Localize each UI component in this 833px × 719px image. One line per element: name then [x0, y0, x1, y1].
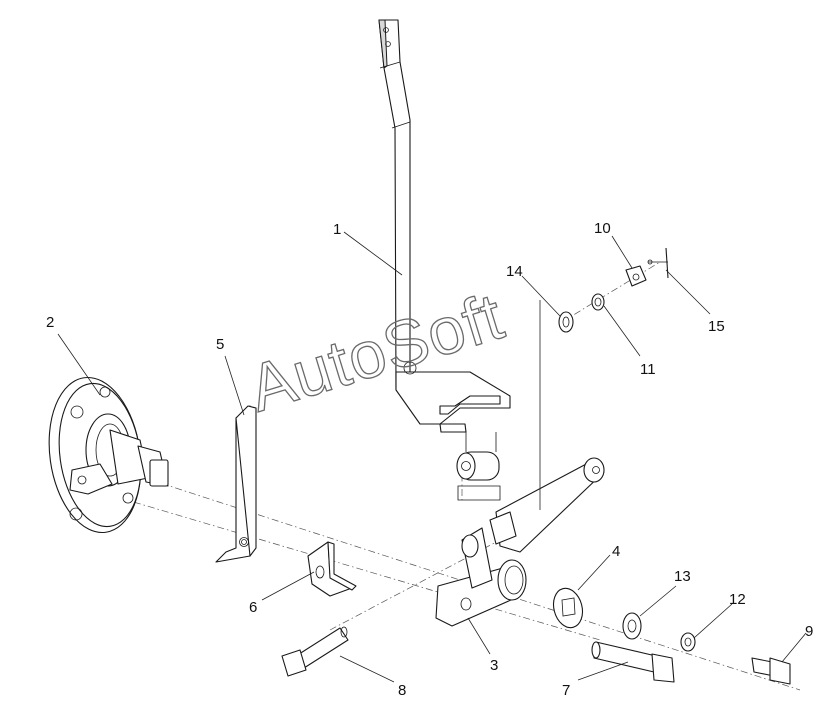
part-5-bracket	[215, 405, 257, 563]
part-2-flange-assembly	[48, 376, 169, 534]
callout-4: 4	[612, 543, 620, 560]
part-15-cotter-pin	[647, 247, 669, 279]
part-1-bushing	[456, 432, 501, 501]
callout-7: 7	[562, 682, 570, 699]
callout-3: 3	[490, 657, 498, 674]
callout-6: 6	[249, 599, 257, 616]
part-7-bolt	[591, 641, 675, 683]
callout-1: 1	[333, 221, 341, 238]
part-6-plate	[307, 541, 357, 597]
part-3-lever-arm	[435, 457, 605, 627]
callout-2: 2	[46, 314, 54, 331]
part-1-lever	[378, 19, 511, 433]
part-9-bolt	[751, 657, 791, 685]
part-4-washer	[552, 587, 584, 629]
callout-11: 11	[640, 361, 656, 378]
part-10-castle-nut	[625, 265, 647, 287]
callout-13: 13	[674, 568, 691, 585]
callout-8: 8	[398, 682, 406, 699]
leader-lines	[57, 231, 807, 683]
part-13-washer	[622, 612, 642, 640]
part-11-washer	[591, 293, 605, 311]
callout-14: 14	[506, 263, 523, 280]
part-14-bushing	[558, 311, 574, 333]
callout-labels: 1 2 3 4 5 6 7 8 9 10 11 12 13 14 15	[46, 220, 813, 699]
callout-5: 5	[216, 336, 224, 353]
callout-15: 15	[708, 318, 725, 335]
callout-12: 12	[729, 591, 746, 608]
part-12-nut	[680, 632, 696, 652]
part-8-pin	[281, 626, 349, 677]
callout-9: 9	[805, 623, 813, 640]
callout-10: 10	[594, 220, 611, 237]
